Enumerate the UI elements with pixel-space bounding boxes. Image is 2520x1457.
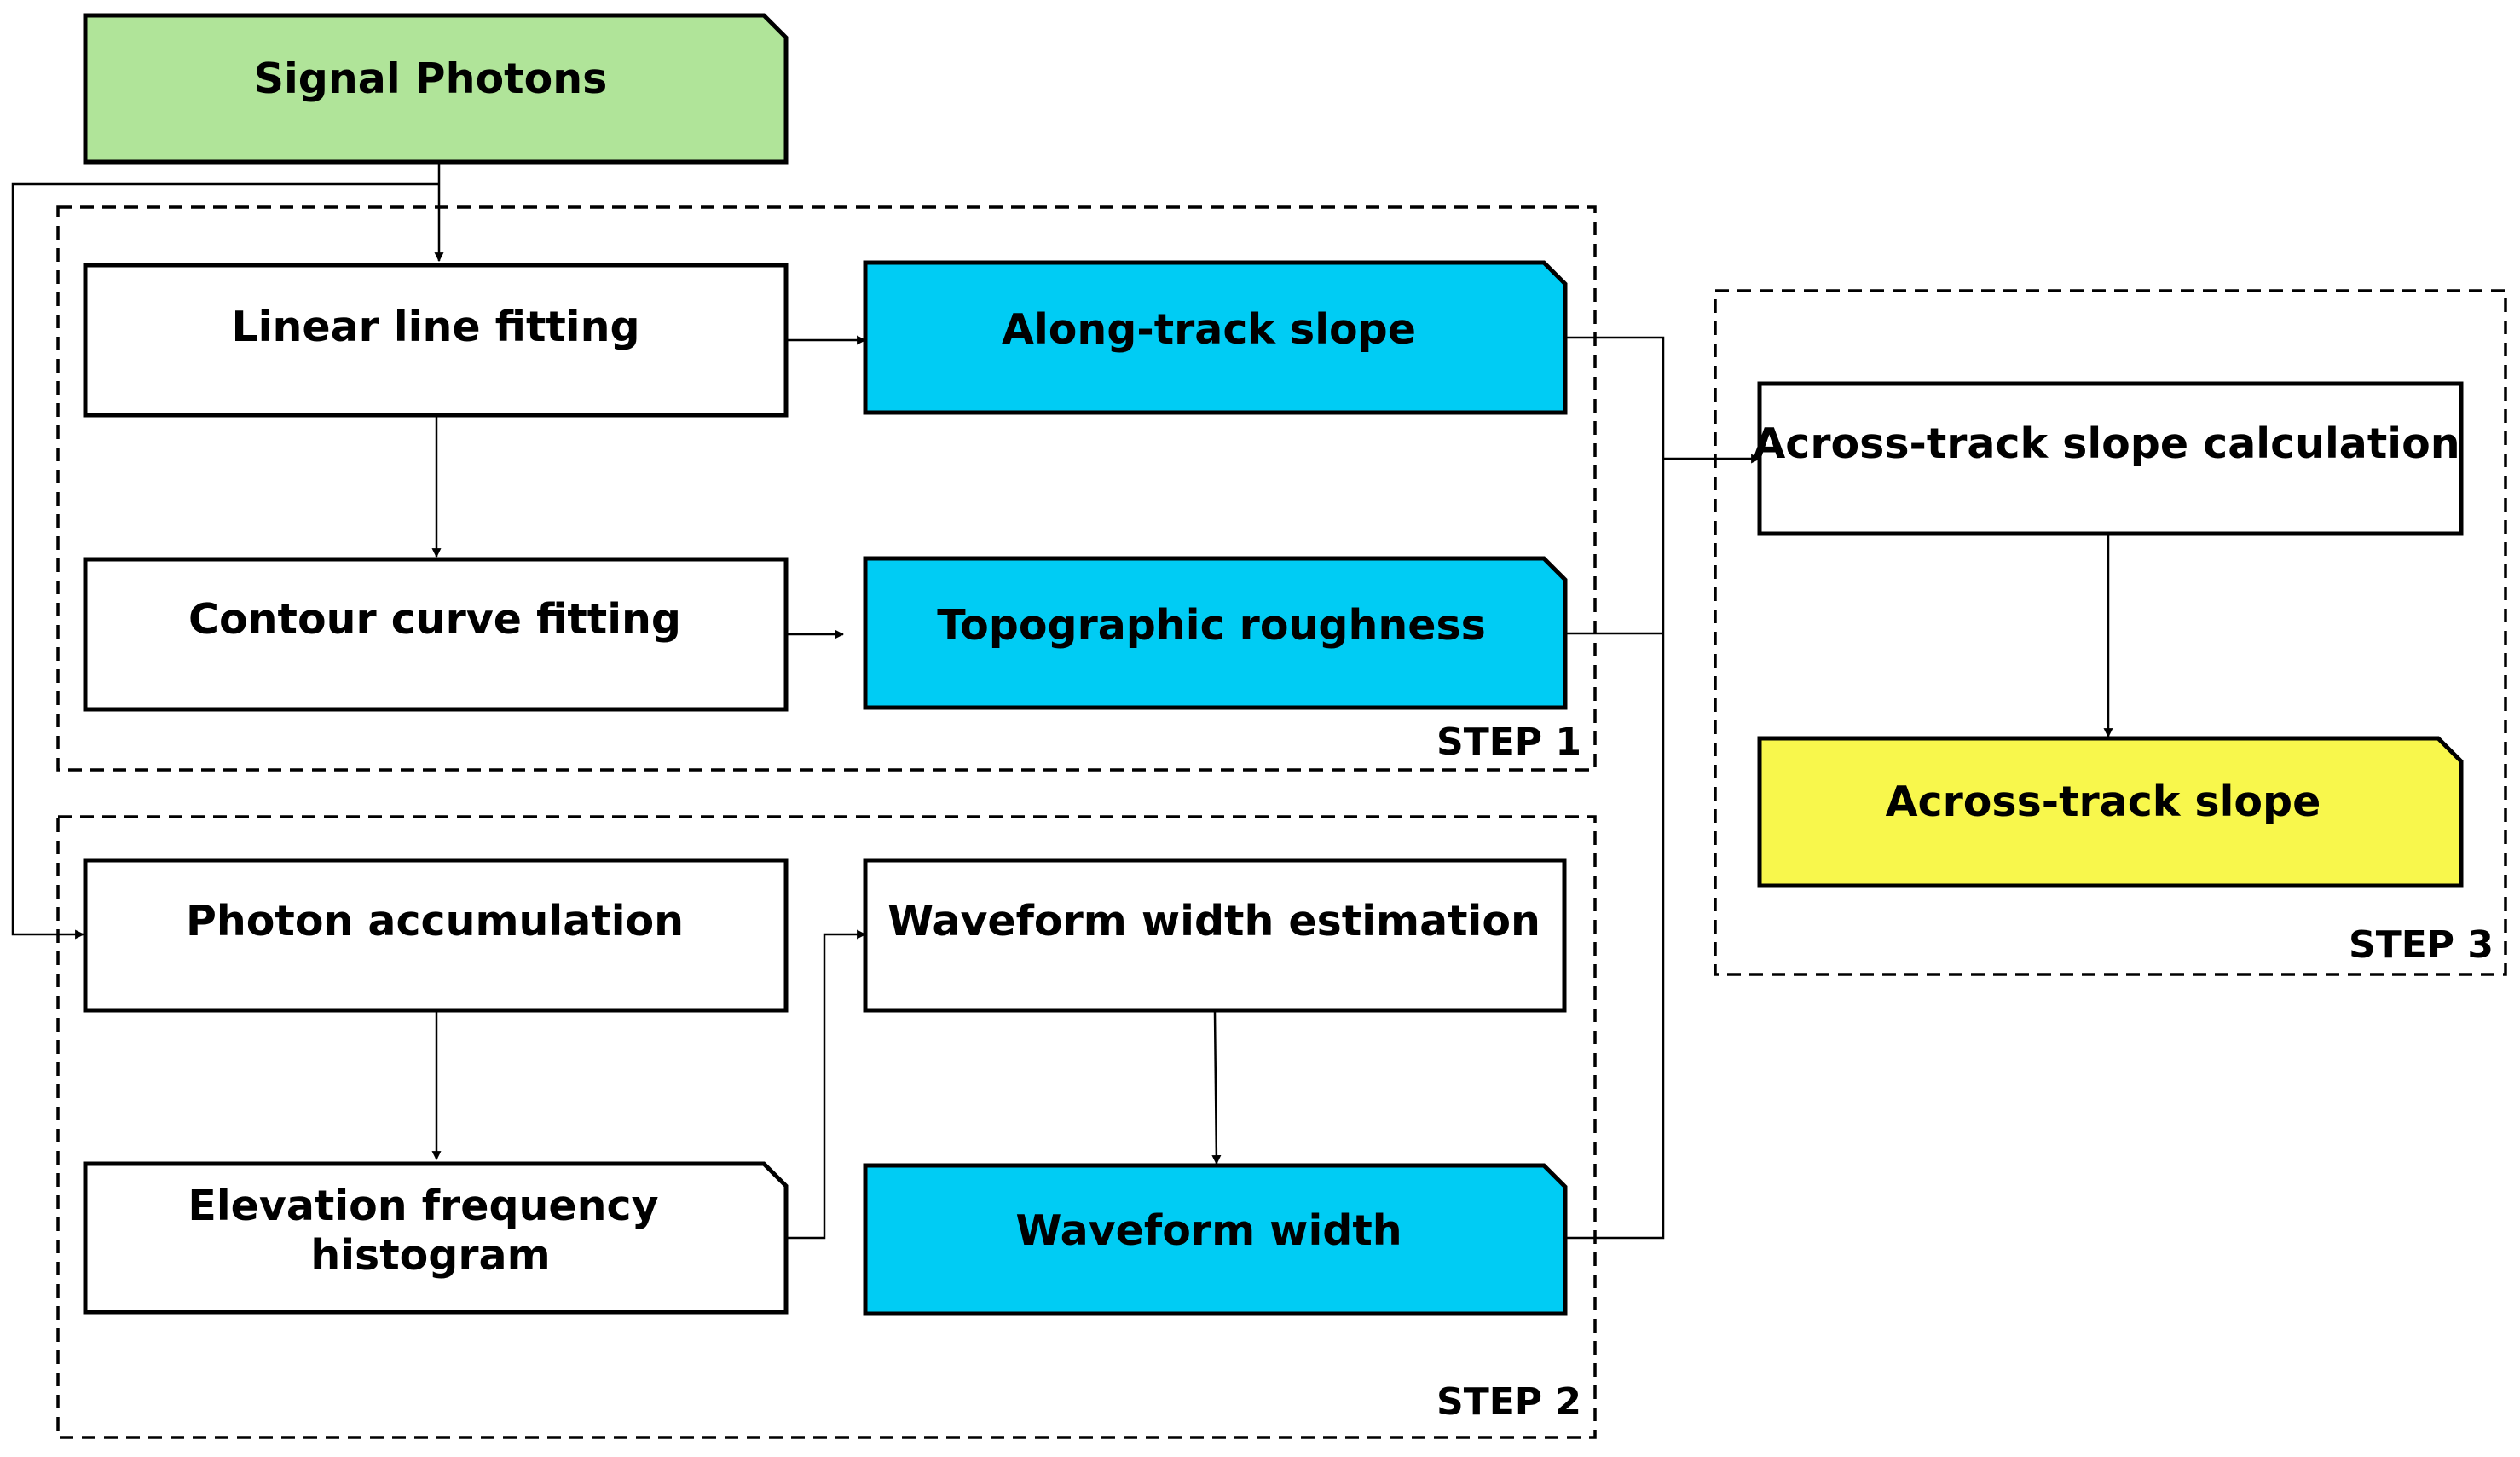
step1-group <box>56 205 1597 772</box>
waveform-width-estimation-label: Waveform width estimation <box>887 897 1540 945</box>
connectors <box>11 164 2113 1240</box>
step2-group <box>56 815 1597 1439</box>
line-along-to-merge <box>1565 336 1665 1240</box>
waveform-width-box <box>863 1163 1568 1316</box>
step3-group <box>1714 289 2507 976</box>
across-track-slope-calculation-box <box>1757 381 2464 536</box>
signal-photons-box <box>83 13 789 165</box>
contour-curve-fitting-box <box>83 557 789 712</box>
step1-label: STEP 1 <box>1436 720 1581 764</box>
labels: Signal Photons Linear line fitting Along… <box>186 55 2494 1424</box>
linear-line-fitting-box <box>83 263 789 418</box>
contour-curve-fitting-label: Contour curve fitting <box>188 595 681 644</box>
across-track-slope-calculation-label: Across-track slope calculation <box>1753 419 2459 468</box>
waveform-width-label: Waveform width <box>1015 1206 1402 1255</box>
across-track-slope-label: Across-track slope <box>1886 778 2321 826</box>
photon-accumulation-label: Photon accumulation <box>186 897 684 945</box>
signal-photons-label: Signal Photons <box>254 55 608 103</box>
elevation-frequency-histogram-line2: histogram <box>310 1231 550 1280</box>
waveform-width-estimation-box <box>863 858 1567 1013</box>
step3-label: STEP 3 <box>2349 923 2494 967</box>
elevation-frequency-histogram-label: Elevation frequency histogram <box>188 1182 673 1280</box>
elevation-frequency-histogram-box <box>83 1161 789 1315</box>
elevation-frequency-histogram-line1: Elevation frequency <box>188 1182 658 1230</box>
photon-accumulation-box <box>83 858 789 1013</box>
topographic-roughness-label: Topographic roughness <box>937 601 1486 650</box>
linear-line-fitting-label: Linear line fitting <box>231 303 639 351</box>
along-track-slope-box <box>863 260 1568 415</box>
arrow-estimation-to-width <box>1211 1011 1222 1165</box>
step2-label: STEP 2 <box>1436 1380 1581 1424</box>
nodes <box>83 13 2464 1316</box>
topographic-roughness-box <box>863 556 1568 710</box>
across-track-slope-box <box>1757 736 2464 888</box>
along-track-slope-label: Along-track slope <box>1002 305 1416 354</box>
arrow-histogram-to-estimation <box>786 929 867 1240</box>
arrow-signal-to-accumulation <box>11 182 439 940</box>
